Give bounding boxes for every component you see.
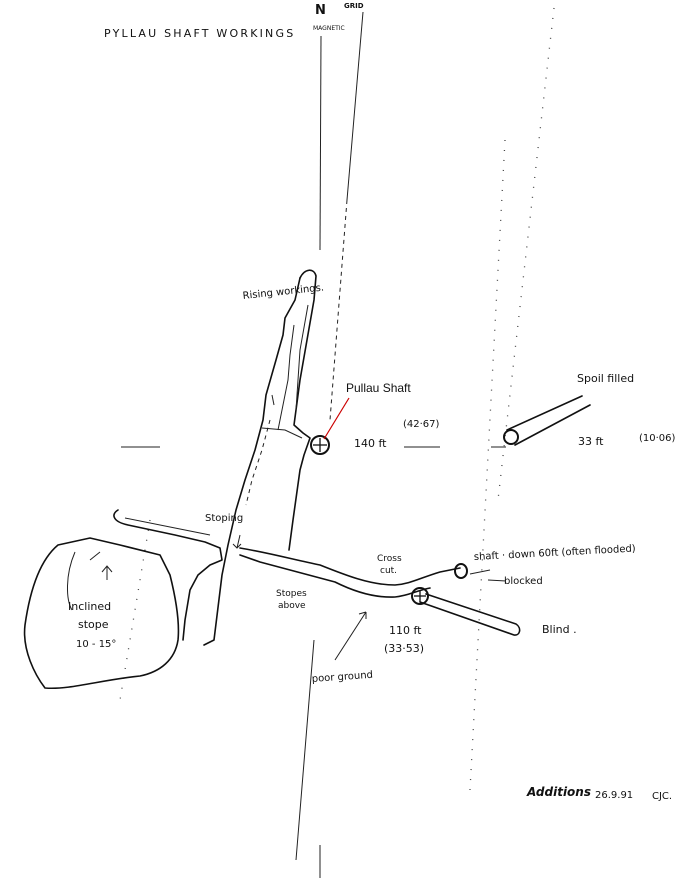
stopes-above-label-line-1: Stopes	[276, 589, 307, 599]
inclined-stope-label-line-1: Inclined	[68, 600, 111, 613]
magnetic-north-label: MAGNETIC	[313, 25, 345, 32]
inclined-stope-label-line-3: 10 - 15°	[76, 639, 116, 650]
blind-shaft-symbol	[411, 587, 429, 605]
magnetic-north-line	[319, 35, 322, 878]
survey-grid-lines	[119, 7, 555, 791]
blocked-label: blocked	[504, 576, 543, 587]
depth-33-metric-label: (10·06)	[639, 433, 676, 444]
plan-title: PYLLAU SHAFT WORKINGS	[104, 27, 295, 40]
workings-outline	[23, 269, 591, 690]
stoping-label: Stoping	[205, 513, 243, 524]
depth-110-label: 110 ft	[389, 624, 422, 637]
additions-label: Additions	[526, 785, 591, 799]
shaft-pointer-line	[323, 397, 350, 440]
depth-33-label: 33 ft	[578, 435, 604, 448]
rising-workings-label: Rising workings.	[242, 283, 324, 302]
blind-label: Blind .	[542, 623, 577, 636]
additions-date: 26.9.91	[595, 790, 633, 801]
depth-140-label: 140 ft	[354, 437, 387, 450]
shaft-down-label: shaft · down 60ft (often flooded)	[474, 544, 636, 563]
inclined-stope-label-line-2: stope	[78, 618, 109, 631]
pullau-shaft-label: Pullau Shaft	[346, 381, 411, 395]
grid-north-line	[295, 11, 364, 861]
additions-initials: CJC.	[652, 791, 672, 802]
spoil-shaft-symbol	[503, 429, 519, 445]
cross-cut-label-line-2: cut.	[380, 566, 397, 576]
depth-110-metric-label: (33·53)	[384, 642, 424, 655]
grid-north-label: GRID	[344, 2, 364, 10]
north-letter: N	[315, 3, 326, 18]
winze-shaft-symbol	[454, 563, 468, 579]
pullau-shaft-symbol	[310, 435, 330, 455]
cross-cut-label-line-1: Cross	[377, 554, 402, 564]
spoil-filled-label: Spoil filled	[577, 372, 634, 385]
poor-ground-label: poor ground	[311, 670, 373, 685]
depth-140-metric-label: (42·67)	[403, 419, 440, 430]
stopes-above-label-line-2: above	[278, 601, 306, 611]
